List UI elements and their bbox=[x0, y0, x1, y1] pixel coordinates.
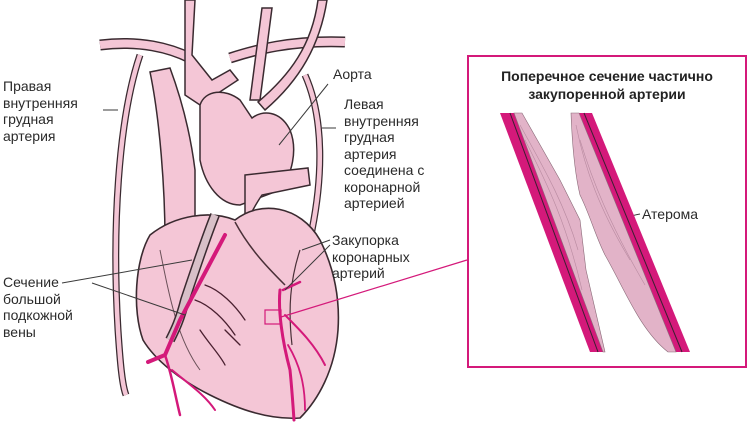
label-coronary-blockage: Закупорка коронарных артерий bbox=[332, 232, 410, 281]
label-right-internal-thoracic-artery: Правая внутренняя грудная артерия bbox=[3, 78, 78, 144]
label-saphenous-vein-section: Сечение большой подкожной вены bbox=[3, 274, 73, 340]
artery-cross-section bbox=[500, 112, 690, 353]
label-atheroma: Атерома bbox=[642, 206, 699, 222]
inset-frame bbox=[467, 55, 747, 368]
inset-connector bbox=[280, 259, 468, 318]
label-aorta: Аорта bbox=[333, 66, 372, 82]
label-left-internal-thoracic-artery: Левая внутренняя грудная артерия соедине… bbox=[344, 96, 425, 211]
inset-title: Поперечное сечение частично закупоренной… bbox=[501, 68, 713, 102]
heart bbox=[135, 207, 340, 420]
coronary-arteries bbox=[146, 233, 326, 422]
